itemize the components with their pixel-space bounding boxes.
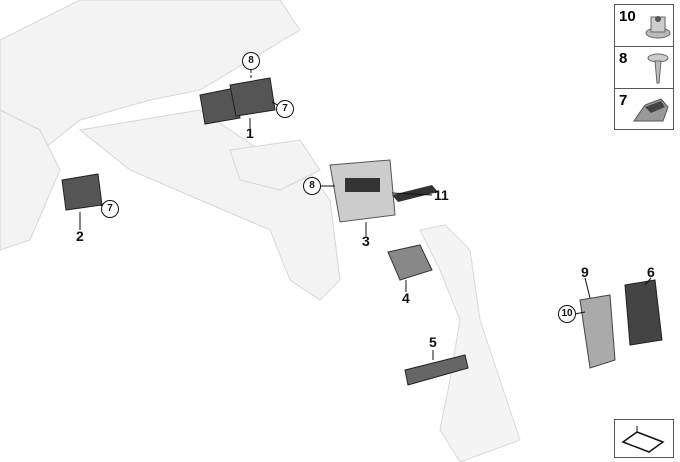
callout-11: 11 [434, 187, 449, 203]
clip-icon [633, 98, 669, 122]
leader-lines [79, 70, 652, 360]
screw-icon [647, 53, 669, 84]
legend-row: 8 [615, 47, 673, 89]
callout-6: 6 [647, 264, 655, 280]
legend-row: 10 [615, 5, 673, 47]
circled-callout-7: 7 [101, 200, 119, 218]
fastener-legend: 10 8 7 [614, 4, 674, 130]
dashboard-ghost [0, 0, 341, 301]
circled-callout-7: 7 [276, 100, 294, 118]
legend-number: 10 [619, 8, 636, 25]
part-9 [579, 294, 616, 369]
rear-vent-3 [329, 159, 396, 223]
circled-callout-8: 8 [242, 52, 260, 70]
duct-ghost [419, 224, 521, 462]
part-5 [404, 354, 469, 386]
flange-nut-icon [645, 16, 671, 39]
legend-number: 7 [619, 92, 628, 109]
callout-5: 5 [429, 334, 437, 350]
orientation-arrow-icon [621, 426, 665, 453]
callout-2: 2 [76, 228, 84, 244]
vent-2 [61, 173, 103, 211]
legend-number: 8 [619, 50, 628, 67]
callout-4: 4 [402, 290, 410, 306]
circled-callout-8: 8 [303, 177, 321, 195]
gasket-11 [392, 185, 438, 202]
view-orientation-icon [614, 419, 674, 458]
callout-1: 1 [246, 125, 254, 141]
circled-callout-10: 10 [558, 305, 576, 323]
callout-3: 3 [362, 233, 370, 249]
legend-row: 7 [615, 89, 673, 130]
part-4 [387, 244, 433, 281]
callout-9: 9 [581, 264, 589, 280]
part-6 [624, 279, 663, 346]
vent-1 [199, 77, 276, 125]
